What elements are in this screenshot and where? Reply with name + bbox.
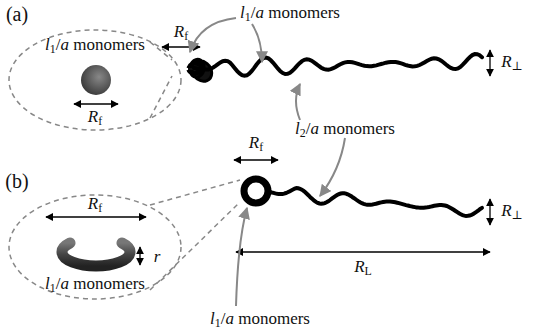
pointer-arrow	[320, 138, 345, 196]
zoom-inset: l1/a monomersRf	[9, 30, 181, 130]
zoom-ellipse	[9, 30, 181, 130]
panel-label: (a)	[6, 4, 28, 24]
monomer-count: l1/a monomers	[210, 310, 310, 330]
zoom-ellipse	[9, 195, 181, 299]
dimension-arrow	[489, 199, 490, 225]
dimension-arrow	[74, 103, 118, 104]
monomer-count: l1/a monomers	[45, 275, 145, 295]
dimension-arrow	[162, 46, 200, 47]
pointer-arrow	[296, 84, 300, 120]
dimension-arrow	[236, 251, 490, 252]
size-label: R⊥	[501, 202, 523, 222]
panel-label: (b)	[5, 171, 28, 191]
pointer-arrow	[236, 208, 247, 306]
pointer-arrow	[252, 24, 262, 62]
ring-globule	[244, 179, 268, 203]
size-label: R⊥	[501, 53, 523, 73]
size-label: Rf	[88, 195, 102, 215]
monomer-count: l1/a monomers	[45, 36, 145, 56]
size-label: Rf	[249, 134, 263, 154]
size-label: Rf	[88, 108, 102, 128]
torus	[62, 243, 130, 266]
zoom-leader	[150, 180, 240, 290]
dimension-arrow	[46, 216, 146, 217]
globule-sphere	[81, 65, 111, 95]
monomer-count: l1/a monomers	[240, 4, 340, 24]
tube-radius: r	[154, 248, 161, 265]
polymer-chain	[270, 188, 482, 216]
pointer-arrow	[190, 18, 236, 52]
zoom-inset: Rf r l1/a monomers	[9, 195, 181, 299]
polymer-chain	[194, 54, 482, 76]
dimension-arrow	[489, 50, 490, 76]
dimension-arrow	[139, 247, 140, 265]
monomer-count: l2/a monomers	[295, 120, 395, 140]
size-label: Rf	[174, 23, 188, 43]
zoom-leader	[150, 42, 172, 118]
size-label: RL	[354, 258, 372, 278]
dimension-arrow	[234, 159, 278, 160]
